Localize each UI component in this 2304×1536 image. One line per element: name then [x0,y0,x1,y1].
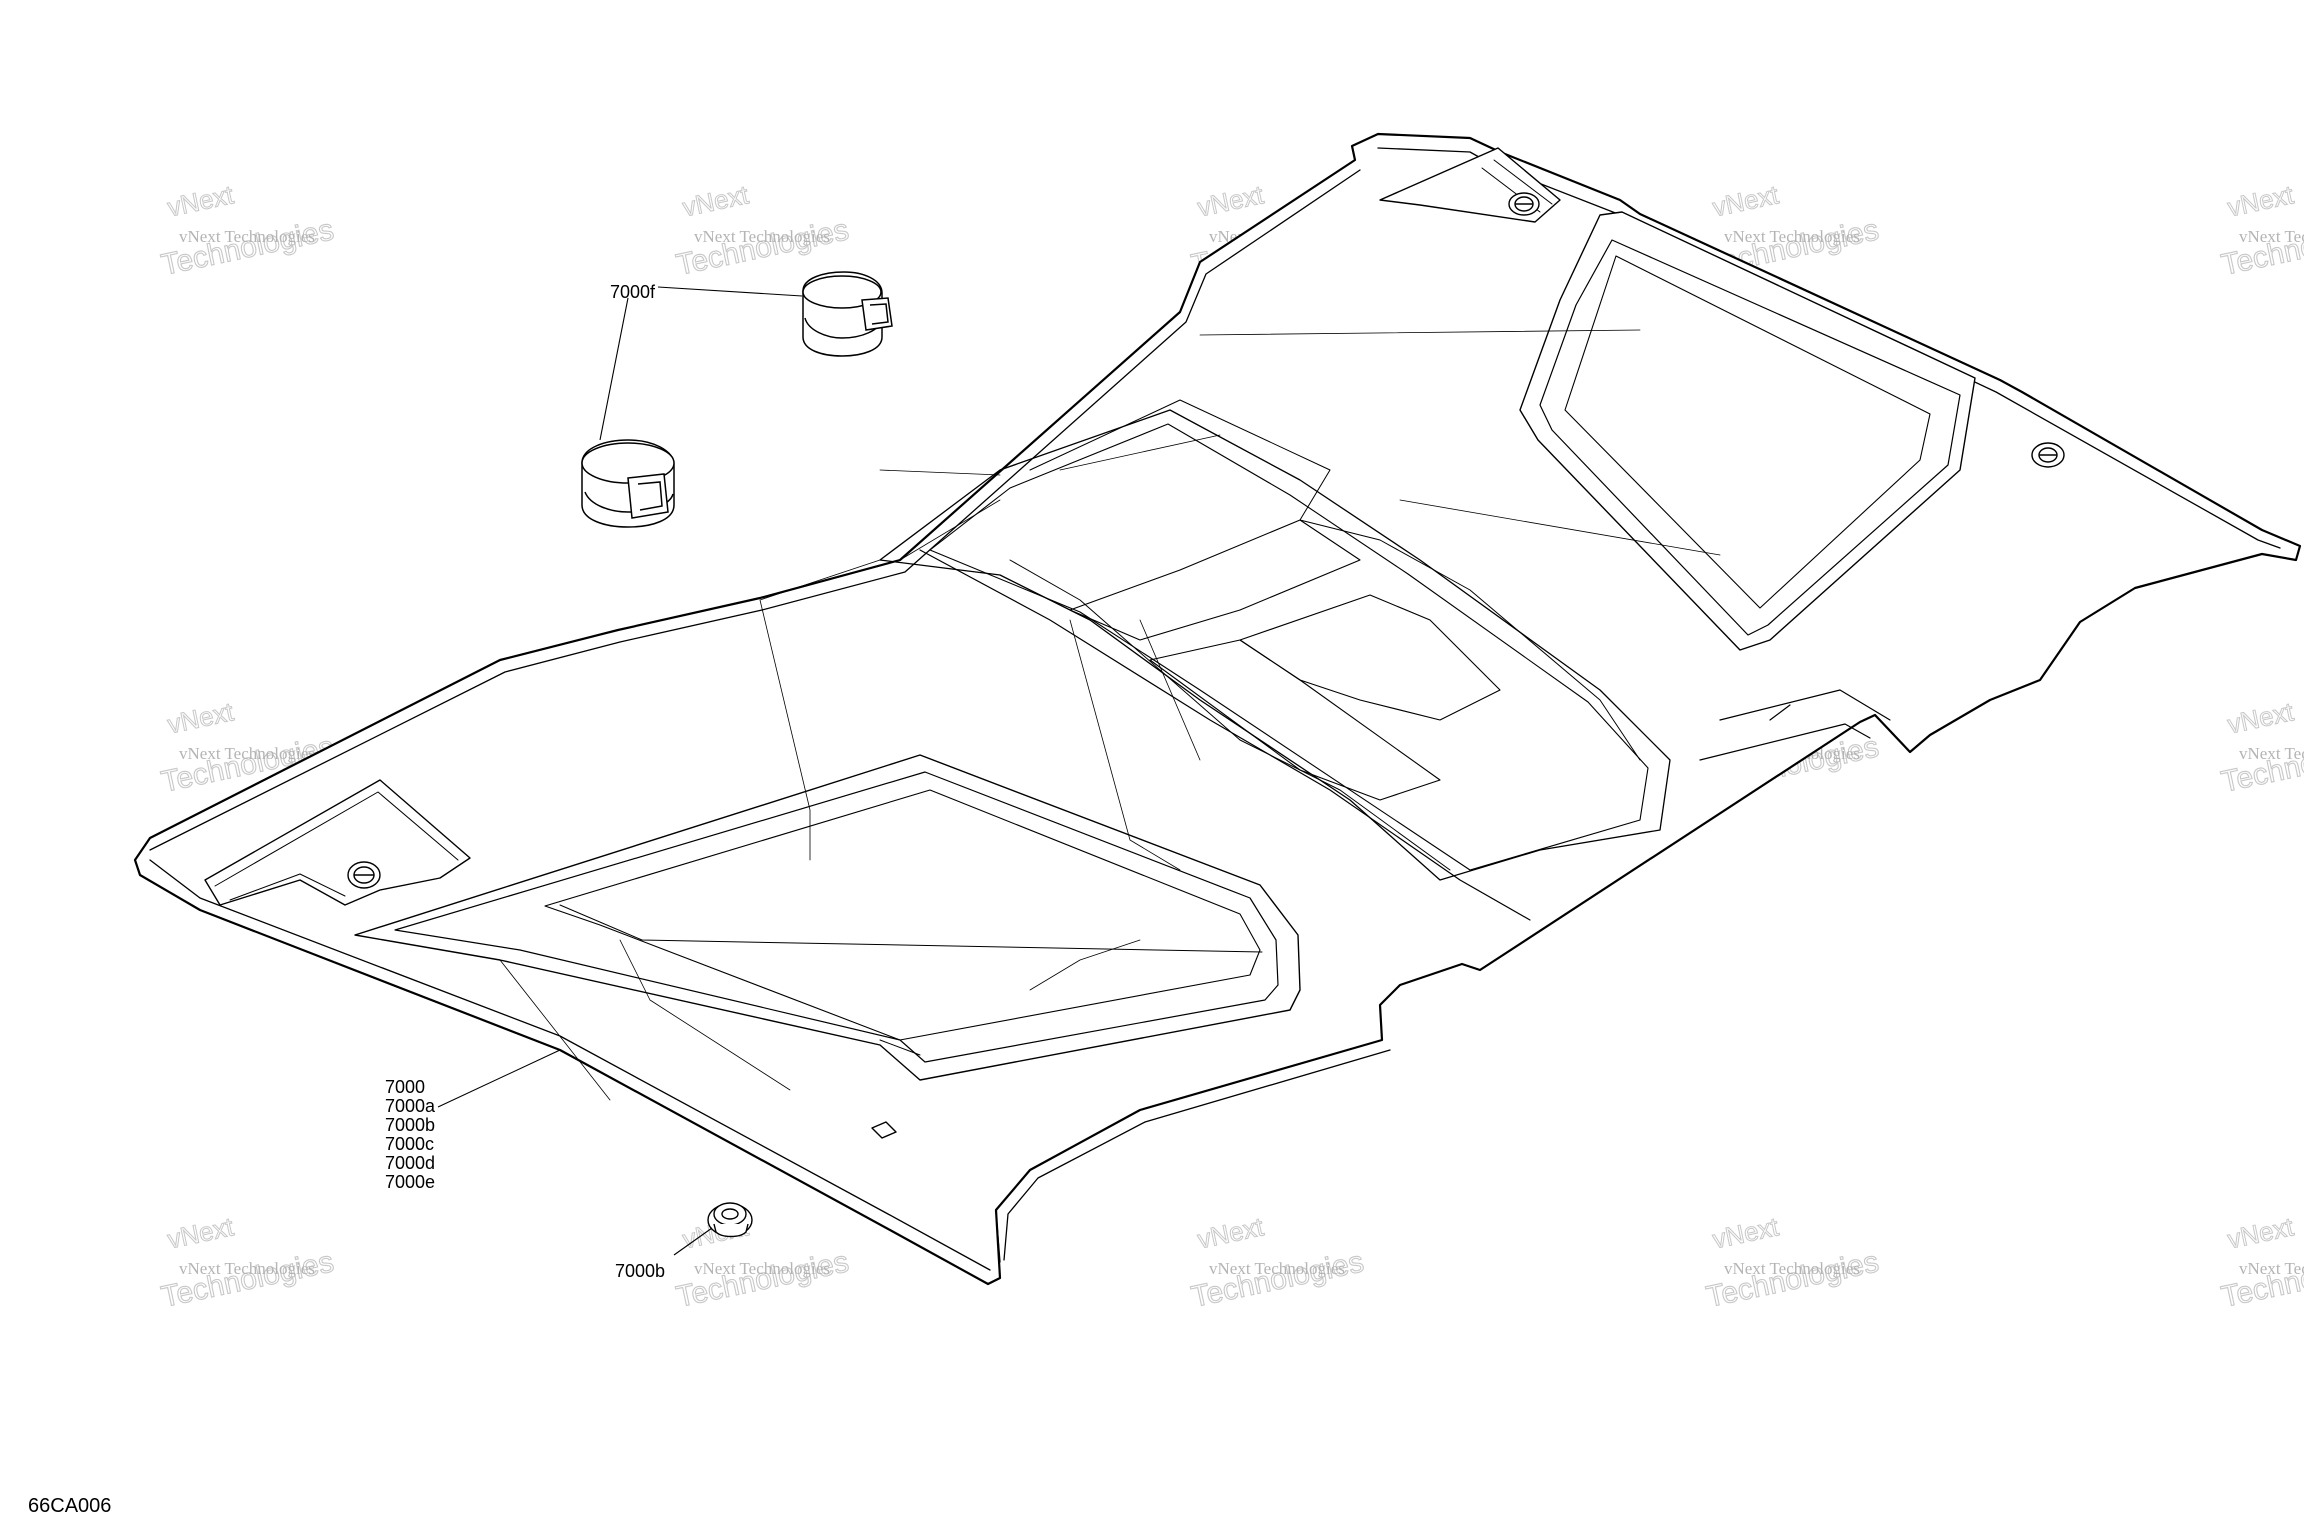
callout-roof-label-2: 7000a [385,1096,436,1116]
watermark-outline: Technologies [2218,730,2304,799]
callout-roof-label-4: 7000c [385,1134,434,1154]
watermark-brand: vNext [680,179,752,222]
watermark-brand: vNext [165,696,237,739]
front-window-floor [559,904,1263,1056]
drawing-id: 66CA006 [28,1495,111,1517]
rear-window-mid [1539,239,1961,636]
rear-window-outer [1519,211,1976,651]
watermark-text: vNext Technologies [2239,1259,2304,1278]
callout-roof-label-1: 7000 [385,1077,425,1097]
watermark-outline: Technologies [1188,1245,1366,1314]
watermark-outline: Technologies [158,213,336,282]
center-ridge-mid [929,423,1649,871]
front-window-mid [394,771,1279,1063]
watermark-outline: Technologies [2218,1245,2304,1314]
watermark-brand: vNext [1195,1211,1267,1254]
center-panel-a [1069,519,1361,641]
watermark-text: vNext Technologies [179,227,315,246]
callout-fastener-label: 7000b [615,1261,665,1281]
leader-roof [437,1049,561,1108]
watermark-outline: Technologies [1703,1245,1881,1314]
rear-step [1699,689,1891,761]
roof-panel [133,132,2302,1286]
watermark-text: vNext Technologies [1209,1259,1345,1278]
small-hole [871,1121,897,1139]
callout-clamp-label: 7000f [610,282,656,302]
leader-fastener [673,1227,713,1256]
watermark-brand: vNext [1710,179,1782,222]
watermark-brand: vNext [2225,1211,2297,1254]
grommet-rear [1508,192,1540,216]
watermark-text: vNext Technologies [694,1259,830,1278]
center-panel-c [1149,639,1441,801]
center-diagonal [919,549,1531,921]
watermark-brand: vNext [1710,1211,1782,1254]
watermark-text: vNext Technologies [2239,227,2304,246]
rear-window-inner [1564,255,1931,609]
watermark-outline: Technologies [2218,213,2304,282]
callout-roof-label-6: 7000e [385,1172,435,1192]
leader-clamp-lower [599,297,629,441]
watermark-text: vNext Technologies [1724,227,1860,246]
clamp-upper [802,271,893,357]
center-ridge-top [1009,399,1641,871]
callout-roof-label-3: 7000b [385,1115,435,1135]
leader-clamp-upper [657,286,803,297]
watermark-outline: Technologies [158,1245,336,1314]
watermark-brand: vNext [1195,179,1267,222]
watermark-brand: vNext [2225,179,2297,222]
callout-roof-label-5: 7000d [385,1153,435,1173]
left-pocket [204,779,471,906]
watermark-outline: Technologies [673,213,851,282]
fastener-part [707,1202,753,1238]
watermark-brand: vNext [2225,696,2297,739]
leader-lines [437,286,803,1256]
seam-lines [499,329,1721,1101]
front-window-inner [544,789,1261,1041]
watermark-text: vNext Technologies [179,744,315,763]
watermark-text: vNext Technologies [694,227,830,246]
grommet-right [2031,442,2065,468]
watermark-brand: vNext [165,1211,237,1254]
grommet-left [347,861,381,889]
front-window-outer [354,754,1301,1081]
clamp-lower [581,439,675,528]
center-ridge-outer [879,409,1671,881]
center-panel-b [1239,594,1501,721]
watermark-brand: vNext [165,179,237,222]
left-pocket-inner [214,791,459,901]
watermark-text: vNext Technologies [179,1259,315,1278]
watermark-outline: Technologies [673,1245,851,1314]
watermark-text: vNext Technologies [2239,744,2304,763]
watermark-text: vNext Technologies [1724,1259,1860,1278]
